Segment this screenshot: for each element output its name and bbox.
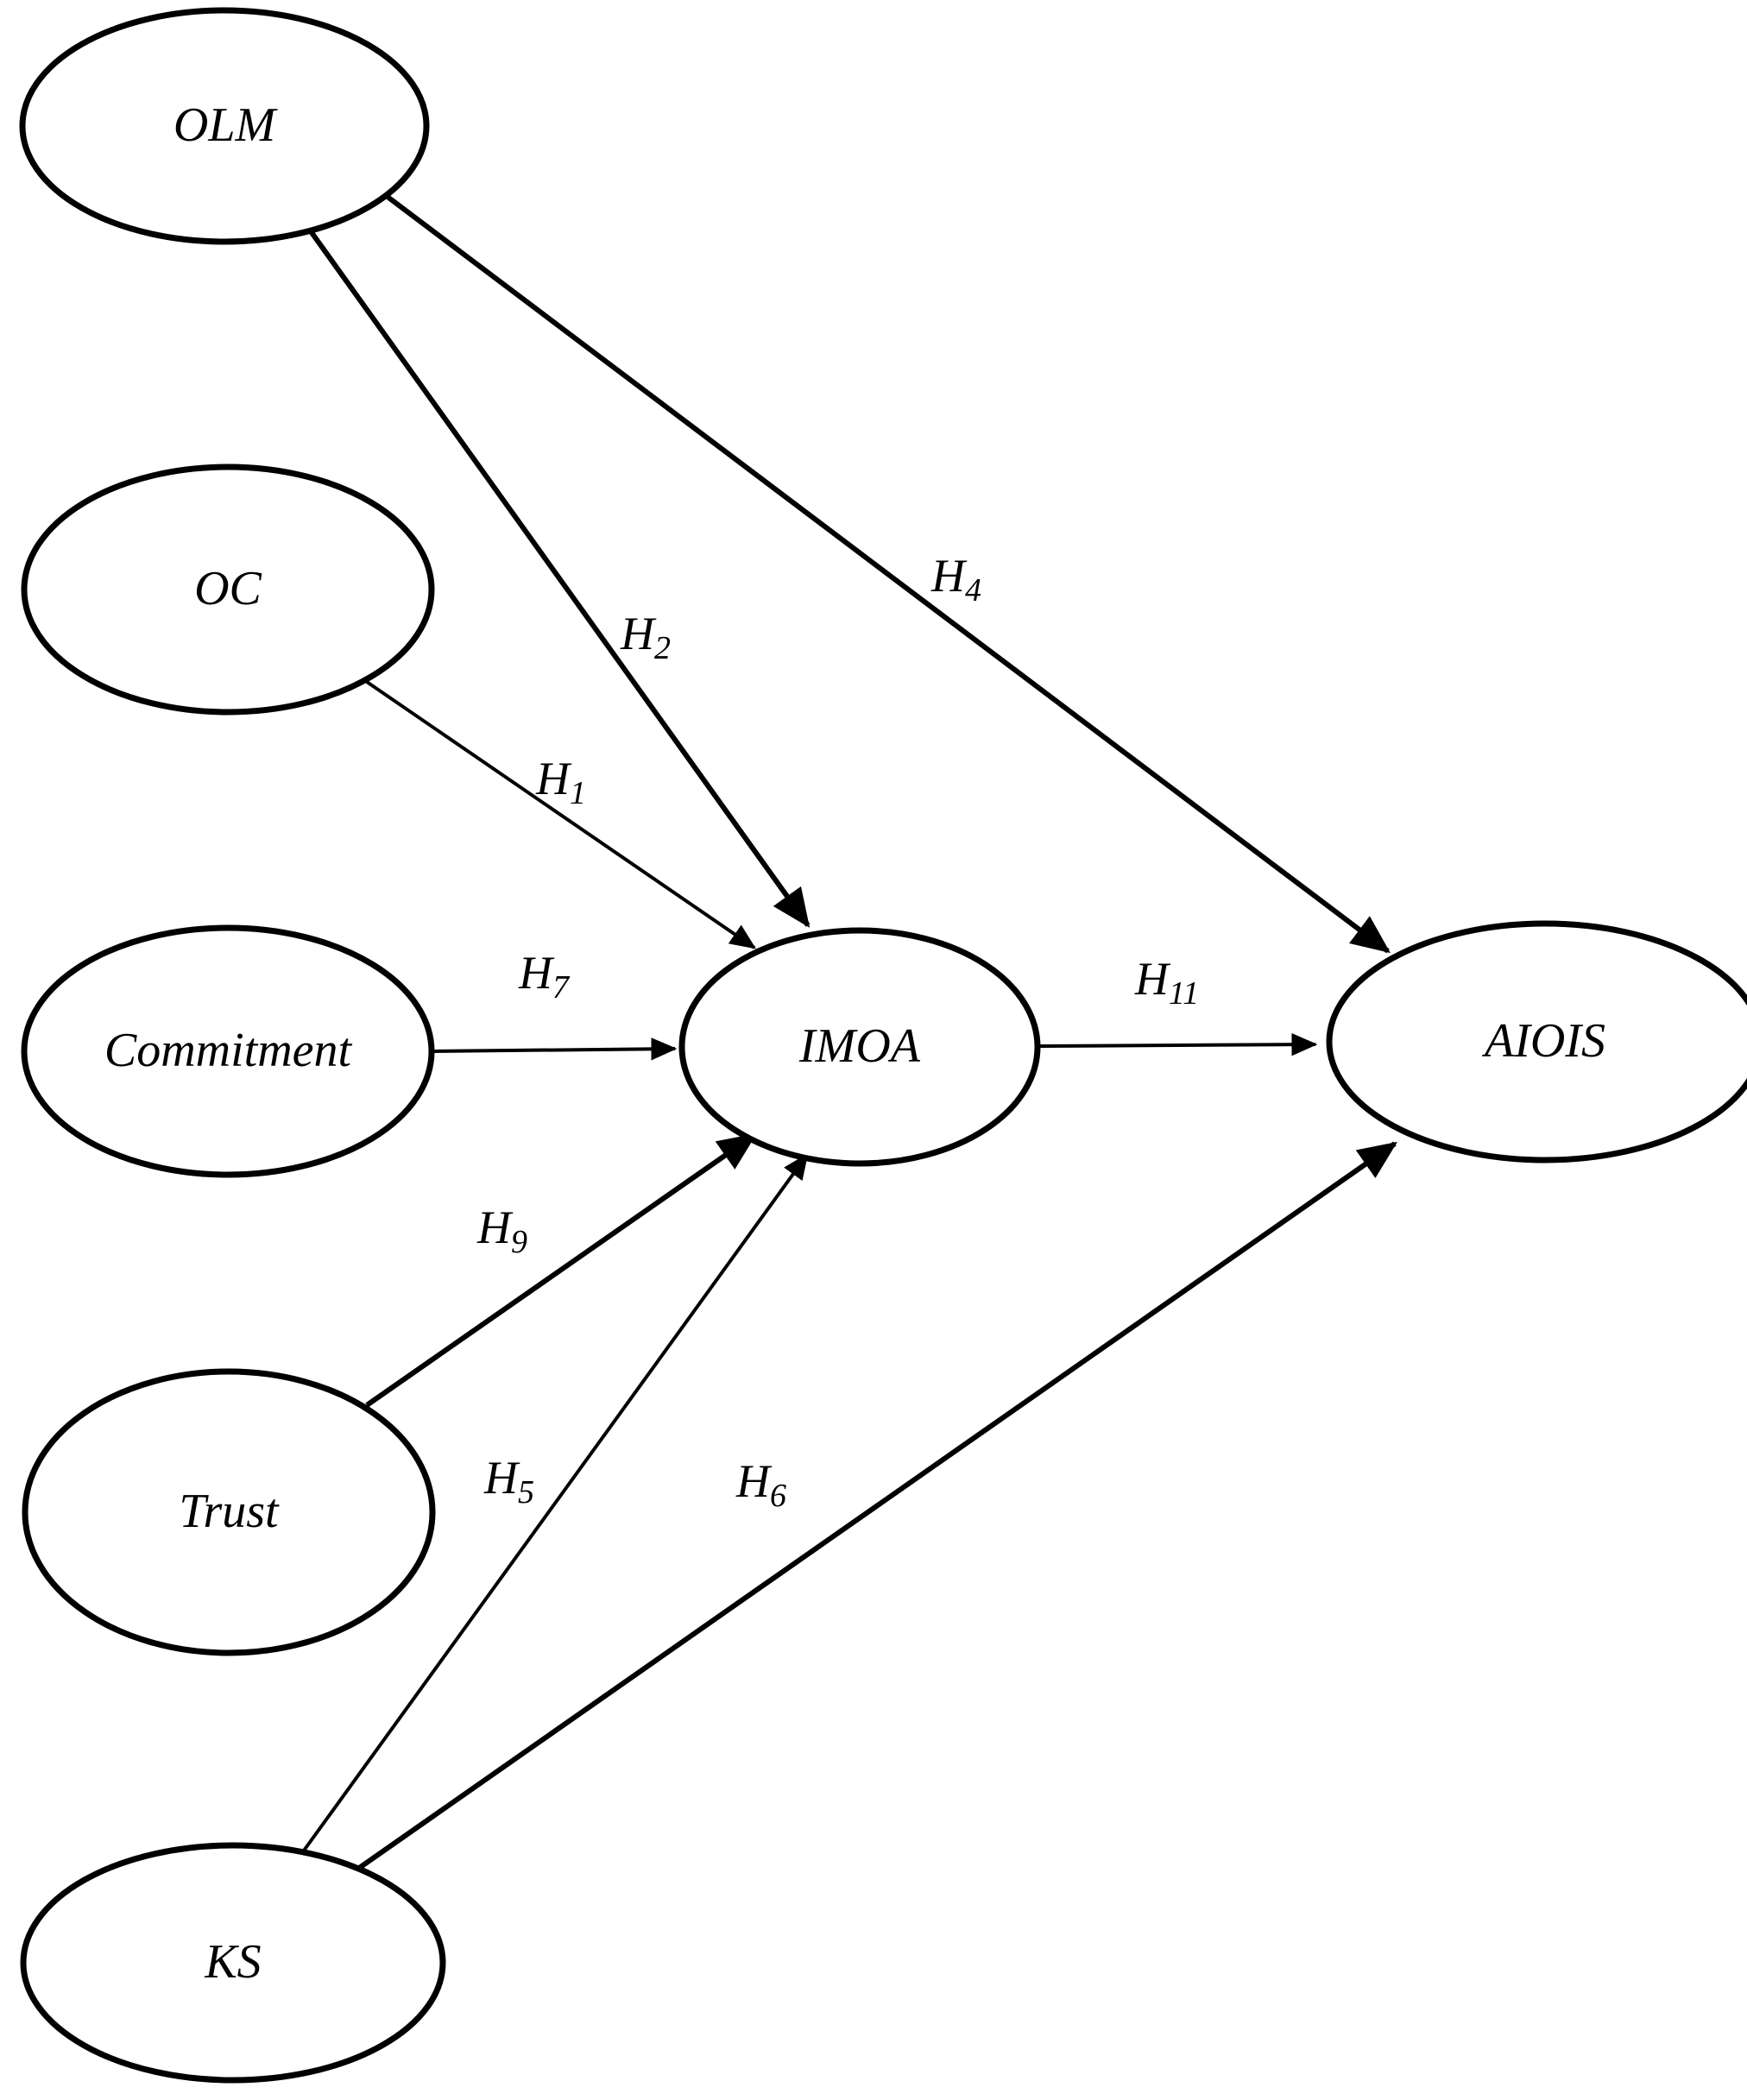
edge-label-h1: H1 <box>535 753 586 810</box>
edge-label-h11: H11 <box>1134 953 1199 1011</box>
edge-label-h5: H5 <box>483 1452 534 1510</box>
node-label-oc: OC <box>194 562 262 615</box>
node-imoa[interactable]: IMOA <box>678 927 1041 1167</box>
node-shape-commitment <box>21 924 435 1178</box>
node-shape-aiois <box>1326 920 1747 1164</box>
node-oc[interactable]: OC <box>21 464 435 716</box>
edge-h5 <box>302 1153 809 1852</box>
edge-h1 <box>365 680 756 949</box>
edge-h6 <box>354 1141 1397 1873</box>
edge-label-h4: H4 <box>930 550 981 608</box>
edges-layer <box>302 192 1397 1873</box>
node-shape-imoa <box>678 927 1041 1167</box>
node-ks[interactable]: KS <box>20 1842 446 2084</box>
node-label-trust: Trust <box>179 1485 280 1538</box>
edge-h7 <box>431 1037 678 1061</box>
node-label-aiois: AIOIS <box>1481 1014 1605 1068</box>
node-label-olm: OLM <box>173 98 279 152</box>
node-label-commitment: Commitment <box>104 1024 353 1077</box>
node-aiois[interactable]: AIOIS <box>1326 920 1747 1164</box>
node-olm[interactable]: OLM <box>19 7 430 245</box>
edge-h4 <box>382 192 1391 954</box>
edge-label-h7: H7 <box>518 947 571 1005</box>
edge-h9 <box>365 1132 757 1408</box>
node-commitment[interactable]: Commitment <box>21 924 435 1178</box>
edge-h11 <box>1037 1032 1318 1056</box>
edge-h2 <box>308 230 810 928</box>
node-shape-ks <box>20 1842 446 2084</box>
node-label-ks: KS <box>204 1935 261 1989</box>
node-shape-oc <box>21 464 435 716</box>
edge-label-h9: H9 <box>476 1201 527 1259</box>
edge-label-h6: H6 <box>735 1455 786 1513</box>
node-shape-trust <box>22 1368 436 1656</box>
node-label-imoa: IMOA <box>798 1019 921 1073</box>
node-shape-olm <box>19 7 430 245</box>
node-trust[interactable]: Trust <box>22 1368 436 1656</box>
edge-label-h2: H2 <box>620 608 671 665</box>
